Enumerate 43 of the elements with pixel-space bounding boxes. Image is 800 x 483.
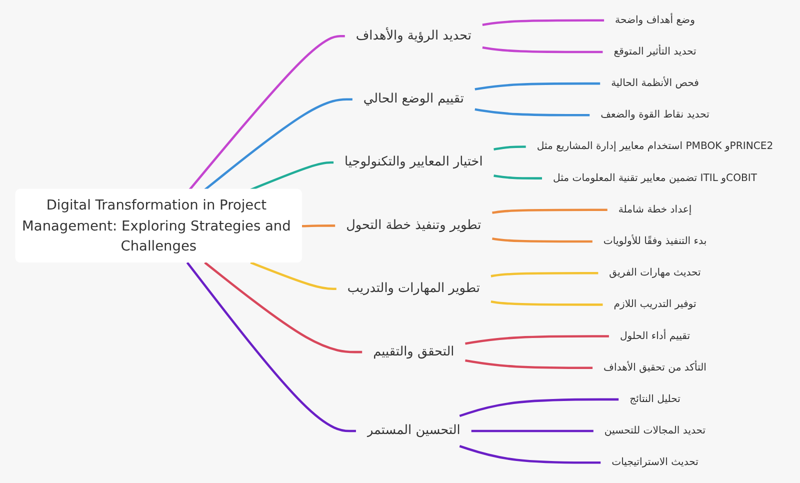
node-text: وضع أهداف واضحة	[615, 14, 695, 26]
node-text: تحديد المجالات للتحسين	[604, 424, 706, 436]
connector	[474, 108, 590, 116]
connector	[494, 146, 526, 150]
connector	[250, 161, 334, 191]
connector	[204, 98, 352, 191]
node-text: تقييم أداء الحلول	[620, 330, 690, 342]
connector	[188, 35, 345, 190]
node-text: تضمين معايير تقنية المعلومات مثل ITIL وCOBIT	[552, 172, 758, 184]
node-text: فحص الأنظمة الحالية	[611, 76, 699, 89]
connector	[492, 208, 608, 214]
node-text: التأكد من تحقيق الأهداف	[604, 361, 706, 374]
connector	[459, 445, 601, 464]
connector	[490, 300, 603, 306]
connector	[482, 19, 604, 26]
node-text: التحقق والتقييم	[373, 344, 454, 359]
node-text: بدء التنفيذ وفقًا للأولويات	[603, 234, 707, 247]
node-text: تحديد نقاط القوة والضعف	[600, 108, 710, 120]
connector	[186, 262, 356, 432]
node-text: تحليل النتائج	[630, 392, 680, 405]
node-text: تقييم الوضع الحالي	[363, 92, 464, 106]
node-text: تحديث الاستراتيجيات	[612, 456, 698, 468]
connector	[474, 82, 600, 90]
connector	[302, 224, 336, 228]
node-text: إعداد خطة شاملة	[618, 203, 692, 216]
connector	[492, 237, 592, 243]
node-text: توفير التدريب اللازم	[614, 298, 696, 310]
node-text: تحديث مهارات الفريق	[609, 266, 701, 278]
connector	[204, 262, 362, 354]
node-text: تحديد الرؤية والأهداف	[356, 28, 472, 44]
node-text: تطوير المهارات والتدريب	[347, 281, 480, 296]
node-text: تطوير وتنفيذ خطة التحول	[346, 218, 482, 233]
connector	[250, 262, 336, 290]
connector	[482, 46, 603, 54]
connector	[494, 174, 542, 180]
node-text: اختيار المعايير والتكنولوجيا	[344, 154, 483, 170]
node-text: تحديد التأثير المتوقع	[614, 45, 696, 58]
connector	[490, 272, 598, 278]
connector	[471, 430, 594, 432]
node-text: استخدام معايير إدارة المشاريع مثل PMBOK وPRINCE2	[536, 140, 774, 152]
connector	[465, 335, 609, 345]
connector	[459, 398, 619, 418]
connector	[465, 359, 593, 369]
